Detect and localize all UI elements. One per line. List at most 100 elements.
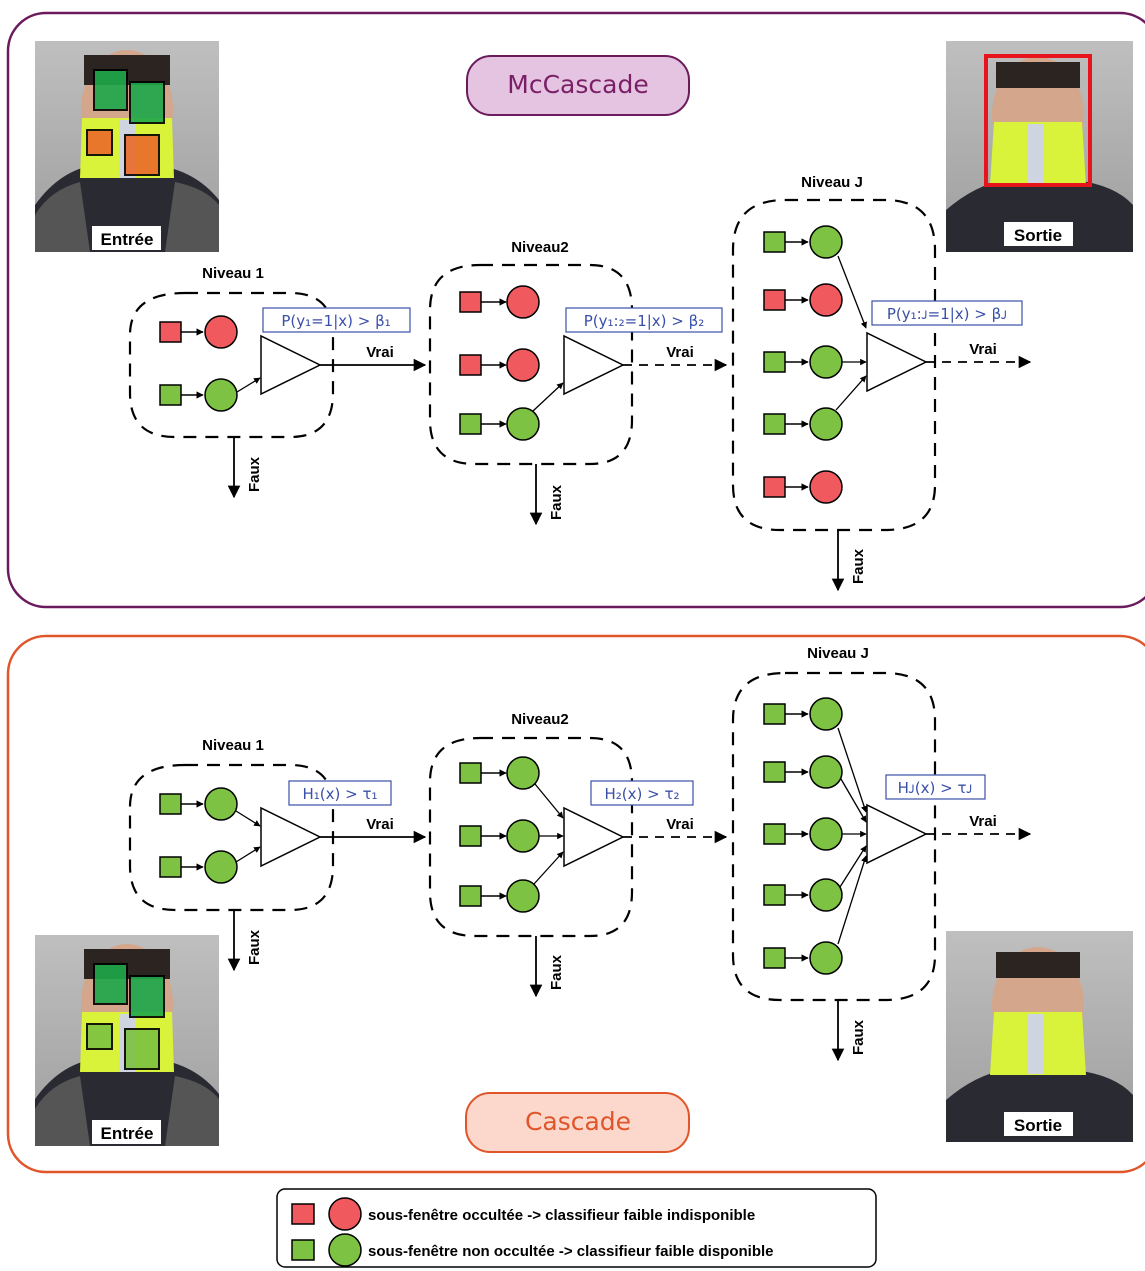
available-classifier — [204, 787, 238, 821]
mc-level-2: Niveau2 P(y₁:₂=1|x) > β₂ Vrai Faux — [428, 239, 728, 526]
mc-level1-formula-box — [262, 307, 411, 333]
mc-input-image: Entrée — [35, 41, 219, 252]
mccascade-title-box: McCascade — [466, 55, 690, 116]
decision-node — [563, 806, 625, 868]
cascade-level2-label: Niveau2 — [511, 711, 569, 728]
decision-node — [260, 806, 322, 868]
occluded-subwindow — [459, 354, 482, 376]
cascade-level2-accept: Vrai — [666, 816, 694, 833]
legend-available-circle — [328, 1233, 362, 1267]
available-subwindow — [159, 793, 182, 815]
cascade-level1-label: Niveau 1 — [202, 737, 264, 754]
cascade-level2-reject: Faux — [548, 954, 565, 990]
detection-box — [984, 54, 1092, 187]
available-subwindow — [763, 761, 786, 783]
occluded-subwindow — [459, 291, 482, 313]
available-classifier — [809, 755, 843, 789]
mc-level2-label: Niveau2 — [511, 239, 569, 256]
available-classifier — [809, 697, 843, 731]
mc-input-label: Entrée — [101, 230, 154, 249]
cascade-output-image: Sortie — [946, 931, 1133, 1142]
occluded-subwindow — [159, 321, 182, 343]
available-classifier — [809, 407, 843, 441]
decision-node — [563, 334, 625, 396]
cascade-level2-formula-box — [590, 780, 694, 806]
mc-levelj-formula-box — [871, 300, 1023, 326]
mc-level2-accept: Vrai — [666, 344, 694, 361]
available-classifier — [506, 879, 540, 913]
available-subwindow — [763, 947, 786, 969]
available-subwindow — [763, 884, 786, 906]
available-subwindow — [763, 823, 786, 845]
mc-level1-formula: P(y₁=1|x) > β₁ — [281, 312, 390, 330]
available-classifier — [809, 941, 843, 975]
mc-level2-formula-box — [565, 307, 723, 333]
mc-level2-reject: Faux — [548, 484, 565, 520]
mc-level-1: Niveau 1 P(y₁=1|x) > β₁ Vrai Faux — [128, 265, 427, 499]
occluded-subwindow — [763, 289, 786, 311]
cascade-levelj-label: Niveau J — [807, 645, 869, 662]
mccascade-panel: McCascade Entrée — [6, 11, 1145, 609]
decision-node — [866, 331, 928, 393]
available-classifier — [506, 819, 540, 853]
unavailable-classifier — [506, 285, 540, 319]
cascade-input-image: Entrée — [35, 935, 219, 1146]
cascade-level-2: Niveau2 H₂(x) > τ₂ Vrai Faux — [428, 711, 728, 998]
available-classifier — [809, 817, 843, 851]
decision-node — [866, 803, 928, 865]
available-classifier — [204, 850, 238, 884]
mc-levelj-formula: P(y₁:ᴊ=1|x) > βᴊ — [887, 305, 1007, 323]
cascade-panel: Cascade Entrée S — [6, 634, 1145, 1174]
available-subwindow — [763, 703, 786, 725]
available-subwindow — [459, 885, 482, 907]
mc-level1-reject: Faux — [246, 456, 263, 492]
mc-level-j: Niveau J P(y₁:ᴊ=1|x) > βᴊ Vrai — [731, 174, 1032, 592]
legend-occluded-text: sous-fenêtre occultée -> classifieur fai… — [368, 1207, 755, 1224]
legend-available-square — [291, 1239, 315, 1261]
cascade-level1-formula-box — [288, 780, 392, 806]
available-subwindow — [459, 413, 482, 435]
cascade-level2-formula: H₂(x) > τ₂ — [604, 785, 679, 803]
decision-node — [260, 334, 322, 396]
available-classifier — [809, 225, 843, 259]
available-subwindow — [459, 762, 482, 784]
occluded-subwindow — [763, 476, 786, 498]
available-classifier — [506, 756, 540, 790]
cascade-frame — [6, 634, 1145, 1174]
legend-frame — [276, 1188, 877, 1268]
cascade-level-j: Niveau J Hᴊ(x) > τᴊ — [731, 645, 1032, 1062]
mc-level1-accept: Vrai — [366, 344, 394, 361]
legend-occluded-circle — [328, 1197, 362, 1231]
mc-output-image: Sortie — [946, 41, 1133, 252]
unavailable-classifier — [204, 315, 238, 349]
unavailable-classifier — [809, 470, 843, 504]
available-subwindow — [763, 351, 786, 373]
available-subwindow — [763, 413, 786, 435]
mccascade-title: McCascade — [507, 70, 648, 99]
cascade-levelj-reject: Faux — [850, 1019, 867, 1055]
cascade-output-label: Sortie — [1014, 1116, 1062, 1135]
available-subwindow — [763, 231, 786, 253]
unavailable-classifier — [809, 283, 843, 317]
cascade-levelj-formula-box — [885, 774, 986, 800]
legend-occluded-square — [291, 1203, 315, 1225]
cascade-levelj-accept: Vrai — [969, 813, 997, 830]
available-classifier — [204, 378, 238, 412]
available-classifier — [809, 878, 843, 912]
legend-available-text: sous-fenêtre non occultée -> classifieur… — [368, 1243, 774, 1260]
cascade-title: Cascade — [525, 1107, 631, 1136]
cascade-input-label: Entrée — [101, 1124, 154, 1143]
available-subwindow — [159, 384, 182, 406]
mc-level2-formula: P(y₁:₂=1|x) > β₂ — [584, 312, 704, 330]
unavailable-classifier — [506, 348, 540, 382]
cascade-level1-accept: Vrai — [366, 816, 394, 833]
mc-levelj-reject: Faux — [850, 548, 867, 584]
legend: sous-fenêtre occultée -> classifieur fai… — [276, 1188, 877, 1268]
cascade-title-box: Cascade — [465, 1092, 690, 1153]
available-subwindow — [159, 856, 182, 878]
cascade-level1-formula: H₁(x) > τ₁ — [302, 785, 377, 803]
available-subwindow — [459, 825, 482, 847]
cascade-levelj-formula: Hᴊ(x) > τᴊ — [898, 779, 973, 797]
mc-output-label: Sortie — [1014, 226, 1062, 245]
